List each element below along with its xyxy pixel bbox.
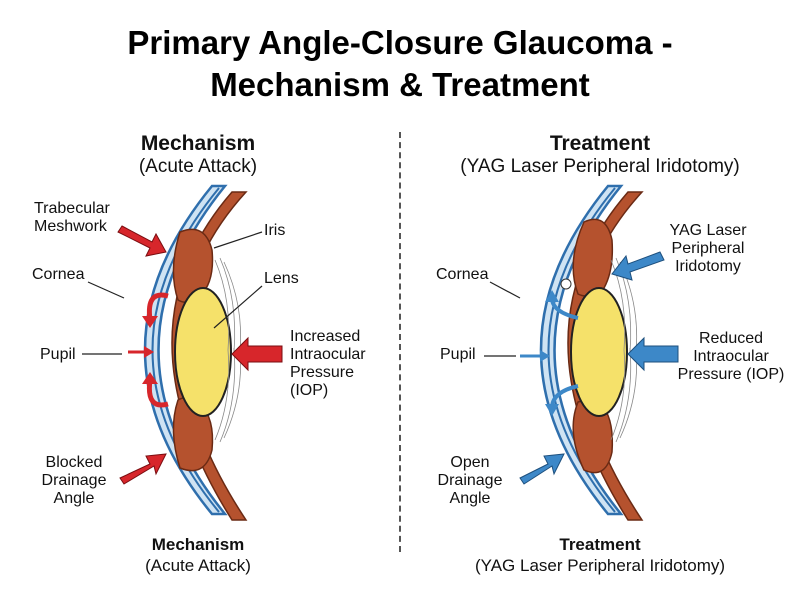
right-footer: Treatment (YAG Laser Peripheral Iridotom…: [440, 534, 760, 576]
left-footer-title: Mechanism: [151, 535, 245, 554]
label-cornea-right: Cornea: [436, 266, 489, 283]
label-trabecular-meshwork: Trabecular Meshwork: [34, 200, 110, 236]
label-iop-left-line1: Increased: [290, 328, 361, 345]
label-iop-left-line2: Intraocular: [290, 346, 366, 363]
label-trabecular-line1: Trabecular: [34, 200, 110, 217]
label-pupil-left: Pupil: [40, 346, 76, 363]
blocked-angle-arrow: [119, 453, 167, 485]
panel-divider: [399, 132, 401, 552]
iridotomy-hole: [560, 278, 572, 290]
label-pupil-right: Pupil: [440, 346, 476, 363]
left-heading-title: Mechanism: [140, 132, 256, 155]
label-iop-right-line2: Intraocular: [693, 348, 769, 365]
label-trabecular-line2: Meshwork: [34, 218, 107, 235]
right-eye: [484, 184, 679, 521]
left-lens: [174, 287, 232, 417]
right-heading: Treatment (YAG Laser Peripheral Iridotom…: [440, 132, 760, 178]
label-iop-right-line3: Pressure (IOP): [677, 366, 785, 383]
label-open-line3: Angle: [449, 490, 491, 507]
label-blocked-line2: Drainage: [41, 472, 107, 489]
label-increased-iop: Increased Intraocular Pressure (IOP): [290, 328, 366, 400]
left-eye: [82, 184, 283, 521]
right-heading-subtitle: (YAG Laser Peripheral Iridotomy): [460, 156, 740, 177]
trabecular-arrow: [117, 225, 167, 257]
left-footer: Mechanism (Acute Attack): [98, 534, 298, 576]
title-line-1: Primary Angle-Closure Glaucoma -: [127, 24, 673, 61]
label-open-drainage-angle: Open Drainage Angle: [430, 454, 510, 508]
label-open-line1: Open: [450, 454, 490, 471]
left-footer-subtitle: (Acute Attack): [145, 556, 251, 575]
label-lens: Lens: [264, 270, 299, 287]
right-footer-title: Treatment: [559, 535, 641, 554]
label-yag-laser-iridotomy: YAG Laser Peripheral Iridotomy: [660, 222, 756, 276]
iop-arrow-left: [231, 336, 283, 372]
iop-arrow-right: [627, 336, 679, 372]
label-reduced-iop: Reduced Intraocular Pressure (IOP): [676, 330, 786, 384]
label-iris: Iris: [264, 222, 286, 239]
right-footer-subtitle: (YAG Laser Peripheral Iridotomy): [474, 556, 726, 575]
label-yag-line3: Iridotomy: [675, 258, 741, 275]
left-heading: Mechanism (Acute Attack): [98, 132, 298, 178]
page-title: Primary Angle-Closure Glaucoma - Mechani…: [0, 22, 800, 106]
yag-arrow: [611, 251, 665, 281]
label-blocked-line1: Blocked: [45, 454, 103, 471]
right-lens: [570, 287, 628, 417]
right-cornea: [539, 184, 624, 516]
label-yag-line2: Peripheral: [671, 240, 745, 257]
open-angle-arrow: [519, 453, 565, 485]
label-iop-right-line1: Reduced: [698, 330, 764, 347]
title-line-2: Mechanism & Treatment: [210, 66, 590, 103]
label-blocked-drainage-angle: Blocked Drainage Angle: [34, 454, 114, 508]
right-heading-title: Treatment: [549, 132, 651, 155]
label-cornea-left: Cornea: [32, 266, 85, 283]
label-blocked-line3: Angle: [53, 490, 95, 507]
left-heading-subtitle: (Acute Attack): [138, 156, 258, 177]
label-iop-left-line3: Pressure: [290, 364, 355, 381]
label-iop-left-line4: (IOP): [290, 382, 329, 399]
label-yag-line1: YAG Laser: [669, 222, 747, 239]
label-open-line2: Drainage: [437, 472, 503, 489]
